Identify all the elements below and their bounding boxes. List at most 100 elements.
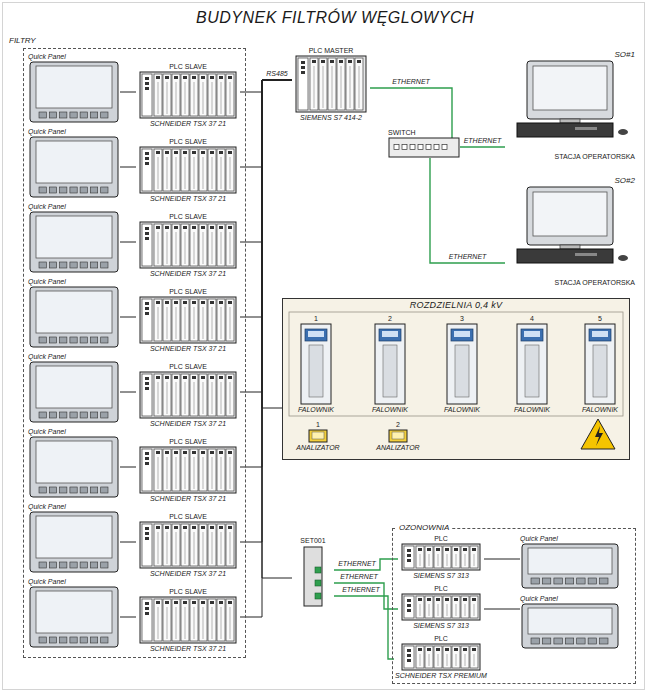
plc-modules [136,521,240,569]
node-text: FALOWNIK [582,405,618,414]
bus-wire [240,80,292,242]
converter-symbol [292,545,334,610]
bus-wire [240,80,292,92]
node-text: SCHNEIDER TSX 37 21 [150,569,226,578]
node-text: FALOWNIK [444,405,480,414]
node-text: STACJA OPERATORSKA [554,152,635,161]
node-text: 1 [314,314,318,323]
link-label: RS485 [265,70,288,78]
panel-monitor [28,361,120,423]
link-label: ETHERNET [448,253,488,261]
bus-wire [120,617,136,618]
quick-panel: Quick Panel [520,534,620,590]
ethernet-link [334,596,394,659]
area-region: FILTRYQuick PanelPLC SLAVESCHNEIDER TSX … [23,48,246,658]
plc-modules [136,371,240,419]
bus-wire [484,609,520,610]
node-text: Quick Panel [28,577,66,586]
node-text: FALOWNIK [298,405,334,414]
node-text: Quick Panel [28,202,66,211]
drive-symbol [507,323,557,405]
inverter-drive: 3FALOWNIK [437,314,487,414]
node-text: SWITCH [388,128,416,137]
ethernet-link [334,559,398,570]
node-text: PLC [434,534,448,543]
inverter-drive: 2FALOWNIK [365,314,415,414]
plc-modules [398,643,484,671]
plc-rack: PLC SLAVESCHNEIDER TSX 37 21 [136,512,240,578]
panel-monitor [28,511,120,573]
power-analyzer: 1ANALIZATOR [288,420,348,452]
plc-rack: PLC SLAVESCHNEIDER TSX 37 21 [136,587,240,653]
switch-symbol [388,137,460,158]
bus-wire [120,92,136,93]
power-analyzer: 2ANALIZATOR [368,420,428,452]
link-label: ETHERNET [337,560,377,568]
plc-rack: PLC SLAVESCHNEIDER TSX 37 21 [136,62,240,128]
quick-panel: Quick Panel [28,202,120,274]
diagram-title: BUDYNEK FILTRÓW WĘGLOWYCH [20,8,647,28]
plc-modules [136,296,240,344]
operator-station: SO#2STACJA OPERATORSKA [505,176,635,288]
node-text: PLC SLAVE [169,212,207,221]
panel-monitor [28,61,120,123]
inverter-drive: 4FALOWNIK [507,314,557,414]
node-text: PLC SLAVE [169,437,207,446]
bus-wire [120,392,136,393]
quick-panel: Quick Panel [28,427,120,499]
node-text: SIEMENS S7 313 [413,571,469,580]
node-text: PLC [434,584,448,593]
node-text: Quick Panel [520,594,558,603]
media-converter: SET001 [292,536,334,610]
inverter-drive: 1FALOWNIK [291,314,341,414]
node-text: Quick Panel [28,352,66,361]
network-switch: SWITCH [388,128,460,158]
plc-modules [136,71,240,119]
plc-rack: PLC SLAVESCHNEIDER TSX 37 21 [136,212,240,278]
node-text: SCHNEIDER TSX 37 21 [150,344,226,353]
node-text: PLC MASTER [309,46,354,55]
panel-monitor [28,211,120,273]
drive-symbol [437,323,487,405]
ethernet-link [370,88,452,140]
quick-panel: Quick Panel [28,502,120,574]
plc-modules [136,146,240,194]
node-text: SO#1 [615,50,635,60]
node-text: SCHNEIDER TSX 37 21 [150,494,226,503]
bus-wire [120,317,136,318]
node-text: 2 [388,314,392,323]
node-text: FILTRY [7,36,38,46]
bus-wire [120,542,136,543]
bus-wire [484,559,520,560]
node-text: PLC SLAVE [169,362,207,371]
bus-wire [240,80,292,317]
plc-rack: PLC SIEMENS S7 313 [398,584,484,630]
link-label: ETHERNET [341,586,381,594]
node-text: PLC SLAVE [169,587,207,596]
node-text: SIEMENS S7 313 [413,621,469,630]
node-text: OZONOWNIA [397,523,451,533]
panel-monitor [520,603,620,649]
bus-wire [120,167,136,168]
analyzer-symbol [368,429,428,443]
node-text: ANALIZATOR [296,443,339,452]
node-text: 4 [530,314,534,323]
plc-rack: PLC MASTERSIEMENS S7 414-2 [292,46,370,122]
node-text: STACJA OPERATORSKA [554,278,635,287]
node-text: SCHNEIDER TSX 37 21 [150,194,226,203]
plc-modules [136,596,240,644]
node-text: 2 [396,420,400,429]
panel-monitor [28,436,120,498]
node-text: SCHNEIDER TSX PREMIUM [395,671,487,680]
panel-monitor [28,136,120,198]
ethernet-link [430,158,505,263]
area-region: OZONOWNIAPLCSIEMENS S7 313Quick PanelPLC… [392,528,636,684]
node-text: Quick Panel [28,127,66,136]
node-text: PLC SLAVE [169,137,207,146]
drive-symbol [291,323,341,405]
quick-panel: Quick Panel [28,277,120,349]
node-text: PLC SLAVE [169,287,207,296]
quick-panel: Quick Panel [28,127,120,199]
link-label: ETHERNET [463,137,503,145]
